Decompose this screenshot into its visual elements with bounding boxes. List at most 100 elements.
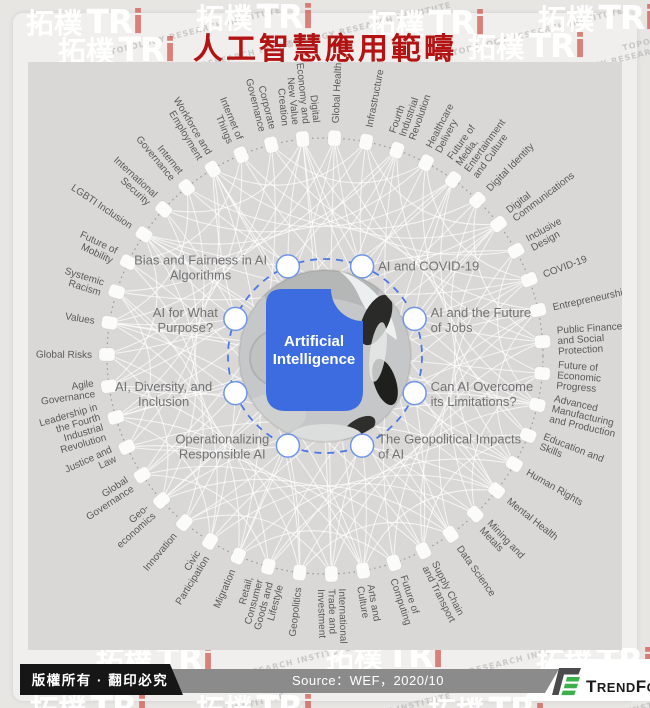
outer-topic-label-line: Trade and — [325, 589, 337, 635]
chord-line — [115, 168, 220, 418]
outer-topic-node — [117, 438, 137, 456]
inner-topic-node — [402, 306, 427, 332]
page-title: 人工智慧應用範疇 — [193, 32, 457, 67]
logo-dark-stroke — [552, 668, 581, 695]
outer-topic-label: Values — [64, 311, 95, 326]
inner-outer-link — [361, 179, 454, 267]
chord-line — [330, 404, 538, 575]
chord-line — [126, 187, 205, 448]
copyright-text: 版權所有 · 翻印必究 — [32, 672, 169, 688]
chord-line — [142, 474, 269, 567]
watermark-cjk: 拓樸 — [368, 8, 425, 41]
inner-outer-link — [287, 138, 304, 267]
inner-outer-link — [414, 393, 426, 551]
chord-line — [109, 138, 304, 324]
outer-topic-node — [487, 481, 506, 500]
brand-watermark: 拓樸 TRiTOPOLOGY RESEARCH INSTITUTE — [26, 2, 319, 57]
outer-topic-node — [152, 491, 171, 510]
chord-line — [128, 141, 367, 265]
inner-topic-label-line: Purpose? — [157, 320, 213, 335]
watermark-tri: TRi — [598, 0, 650, 37]
outer-topic-label-line: Entrepreneurship — [552, 286, 622, 313]
inner-outer-link — [414, 179, 454, 319]
outer-topic-label-line: LGBTI Inclusion — [69, 183, 134, 232]
inner-topic-label-line: of AI — [378, 447, 404, 462]
chord-line — [115, 416, 332, 575]
inner-outer-link — [209, 393, 236, 542]
chord-line — [302, 138, 530, 281]
chord-line — [473, 199, 543, 343]
watermark-red-i: i — [302, 0, 313, 36]
inner-topic-label-line: AI for What — [153, 305, 218, 320]
outer-topic-node — [175, 513, 194, 532]
watermark-red-i: i — [132, 2, 143, 41]
outer-topic-label: Future ofComputing — [387, 574, 423, 627]
chord-line — [106, 354, 169, 501]
chord-line — [453, 223, 499, 491]
outer-topic-label-line: COVID-19 — [542, 254, 589, 281]
inner-topic-node — [402, 380, 427, 406]
outer-topic-label-line: Human Rights — [524, 468, 584, 509]
outer-topic-node — [204, 159, 222, 179]
outer-topic-label-line: Geopolitics — [288, 587, 305, 637]
outer-topic-label-line: Values — [64, 311, 95, 326]
outer-topic-label: Education andSkills — [538, 432, 605, 475]
center-card — [266, 289, 363, 411]
outer-topic-label-line: Innovation — [141, 531, 179, 573]
outer-topic-label: AgileGovernance — [39, 379, 96, 408]
inner-outer-link — [268, 445, 363, 567]
watermark-tri: TRi — [428, 3, 485, 42]
outer-topic-label: Human Rights — [524, 468, 584, 509]
chord-line — [142, 465, 395, 564]
outer-topic-node — [518, 427, 538, 444]
outer-topic-label: CivicParticipation — [165, 549, 212, 607]
inner-topic-label-line: Algorithms — [170, 267, 232, 282]
watermark-cjk: 拓樸 — [26, 7, 83, 40]
inner-outer-link — [287, 445, 364, 571]
inner-topic-node — [223, 306, 248, 332]
outer-topic-node — [506, 242, 526, 260]
chord-line — [108, 234, 158, 387]
chord-line — [126, 445, 364, 571]
inner-topic-node — [223, 380, 248, 406]
chord-line — [422, 434, 529, 551]
outer-topic-node — [106, 409, 125, 426]
outer-topic-label-line: Future of — [558, 360, 599, 374]
outer-topic-label-line: Public Finance — [556, 321, 622, 336]
outer-topic-node — [100, 378, 118, 394]
inner-topic-label-line: The Geopolitical Impacts — [378, 432, 522, 447]
outer-topic-node — [327, 129, 342, 147]
outer-topic-label-line: and Social — [557, 333, 604, 347]
inner-outer-link — [142, 392, 236, 476]
outer-topic-node — [292, 563, 308, 582]
watermark-cjk: 拓樸 — [30, 693, 86, 708]
inner-outer-link — [414, 308, 539, 320]
watermark-red-i: i — [136, 688, 147, 708]
inner-topic-node — [349, 254, 375, 279]
outer-topic-label: DigitalCommunications — [504, 162, 576, 224]
outer-topic-node — [358, 132, 374, 151]
chord-line — [450, 199, 515, 465]
outer-topic-label: Entrepreneurship — [552, 286, 622, 313]
outer-topic-label: InternationalTrade andInvestment — [315, 588, 349, 644]
chord-line — [240, 154, 499, 239]
inner-outer-link — [143, 233, 288, 267]
watermark-tri: TRi — [528, 26, 585, 65]
outer-topic-label-line: New Value — [285, 77, 301, 126]
outer-topic-node — [385, 553, 403, 572]
inner-outer-link — [414, 392, 498, 491]
outer-topic-label-line: Agile — [71, 379, 95, 393]
outer-topic-node — [468, 190, 487, 210]
outer-topic-label: FourthIndustrialRevolution — [388, 86, 434, 141]
watermark-red-i: i — [302, 688, 313, 708]
brand-watermark: 拓樸 TRiTOPOLOGY RESEARCH INSTITUTE — [368, 3, 650, 58]
outer-topic-node — [100, 315, 119, 331]
chord-line — [299, 434, 529, 573]
outer-topic-node — [520, 271, 539, 288]
